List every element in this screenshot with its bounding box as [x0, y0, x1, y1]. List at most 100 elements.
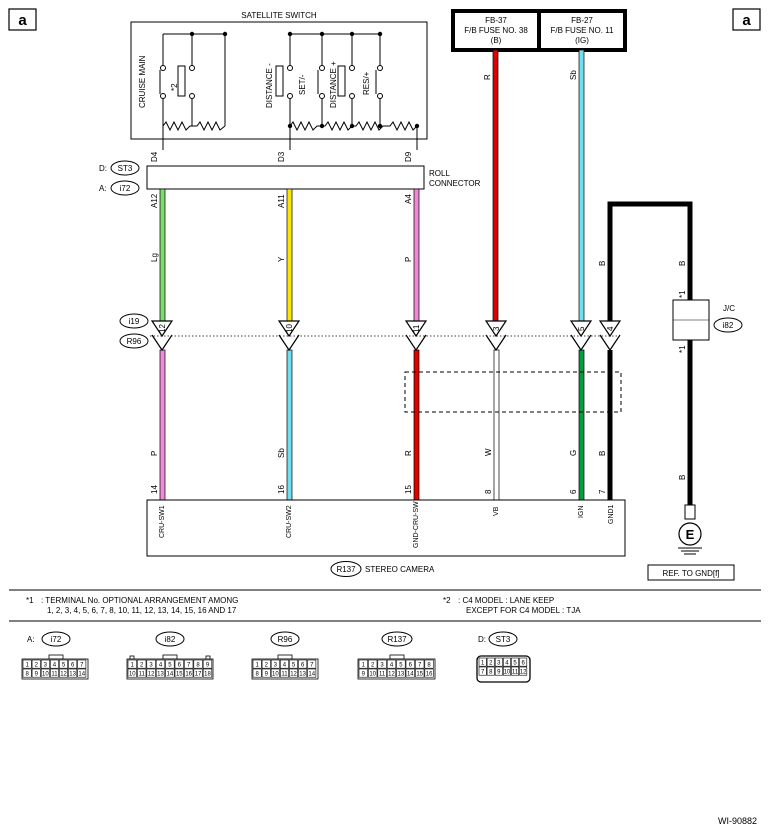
legend-pin-number: 8 [196, 663, 200, 669]
legend-pin-number: 3 [149, 663, 153, 669]
wire-label-b-lower: B [598, 451, 607, 456]
wire-label-b-ground: B [678, 475, 687, 480]
legend-pin-cell [137, 659, 147, 669]
stereo-camera: 14 16 15 8 6 7 CRU-SW1 CRU-SW2 GND-CRU-S… [146, 485, 626, 577]
label-distance-plus: DISTANCE + [329, 61, 338, 108]
legend-pin-cell [40, 659, 50, 669]
legend-pin-cell [77, 668, 87, 678]
legend-pin-cell [415, 668, 425, 678]
legend-pin-number: 7 [187, 663, 191, 669]
legend-st3-tag: ST3 [496, 635, 511, 644]
legend-pin-cell [59, 668, 69, 678]
legend-pin-cell [174, 668, 184, 678]
note-2-line-2: EXCEPT FOR C4 MODEL : TJA [466, 606, 581, 615]
legend-pin-cell [386, 668, 397, 678]
legend-pin-number: 12 [148, 672, 155, 678]
legend-pin-number: 13 [157, 672, 164, 678]
camera-pin-15: 15 [404, 485, 413, 494]
wire-b-loop [607, 201, 693, 321]
wire-sb-lower [286, 349, 293, 501]
legend-r96-tag: R96 [278, 635, 293, 644]
wire-label-sb-lower: Sb [277, 448, 286, 458]
legend-pin-number: 15 [416, 672, 423, 678]
legend-pin-cell [511, 657, 519, 667]
legend-pin-number: 14 [308, 672, 315, 678]
legend-pin-number: 9 [265, 672, 269, 678]
camera-pin-16: 16 [277, 485, 286, 494]
legend-pin-number: 7 [80, 663, 84, 669]
jc-mark-bottom: *1 [678, 345, 687, 353]
legend-pin-number: 11 [51, 672, 58, 678]
legend-pin-number: 4 [390, 663, 394, 669]
roll-connector-label-1: ROLL [429, 169, 450, 178]
legend-pin-number: 16 [185, 672, 192, 678]
note-2-mark: *2 [443, 596, 451, 605]
legend-pin-number: 8 [489, 670, 493, 676]
terminal-11-number: 11 [412, 324, 421, 333]
legend-pin-number: 10 [129, 672, 136, 678]
legend-pin-cell [68, 668, 78, 678]
legend-pin-cell [59, 659, 69, 669]
notes: *1 : TERMINAL No. OPTIONAL ARRANGEMENT A… [9, 589, 761, 622]
legend-pin-cell [368, 668, 378, 678]
wire-label-p: P [404, 257, 413, 262]
wire-label-r-lower: R [404, 450, 413, 456]
note-1-line-1: : TERMINAL No. OPTIONAL ARRANGEMENT AMON… [41, 596, 238, 605]
legend-i72-prefix: A: [27, 635, 35, 644]
legend-pin-number: 11 [139, 672, 146, 678]
label-res-plus: RES/+ [362, 71, 371, 95]
legend-pin-cell [49, 659, 59, 669]
camera-term-cru-sw2: CRU-SW2 [286, 505, 293, 538]
legend-pin-number: 12 [290, 672, 297, 678]
wire-label-b-1: B [598, 261, 607, 266]
legend-pin-number: 4 [159, 663, 163, 669]
camera-tag: R137 [336, 565, 356, 574]
legend-pin-cell [155, 668, 166, 678]
legend-pin-cell [270, 659, 280, 669]
wire-label-y: Y [277, 256, 286, 262]
legend-pin-cell [368, 659, 378, 669]
legend-pin-cell [386, 659, 397, 669]
corner-label-right: a [742, 12, 751, 29]
legend-pin-cell [486, 657, 495, 667]
wire-lg [159, 188, 166, 322]
legend-pin-cell [174, 659, 184, 669]
legend-pin-number: 2 [140, 663, 144, 669]
roll-pin-a4: A4 [404, 194, 413, 204]
legend-pin-number: 6 [301, 663, 305, 669]
legend-pin-cell [193, 659, 203, 669]
legend-pin-number: 7 [418, 663, 422, 669]
legend-pin-cell [396, 659, 406, 669]
legend-pin-number: 1 [131, 663, 135, 669]
label-star2: *2 [170, 83, 179, 91]
note-1-line-2: 1, 2, 3, 4, 5, 6, 7, 8, 10, 11, 12, 13, … [47, 606, 237, 615]
legend-pin-number: 10 [369, 672, 376, 678]
legend-r137-tag: R137 [387, 635, 407, 644]
legend-st3-prefix: D: [478, 635, 486, 644]
camera-term-ign: IGN [578, 506, 585, 518]
legend-pin-number: 13 [299, 672, 306, 678]
legend-pin-cell [478, 666, 487, 676]
ground-ref: REF. TO GND[f] [662, 569, 719, 578]
legend-pin-cell [40, 668, 50, 678]
legend-pin-number: 6 [71, 663, 75, 669]
legend-pin-cell [49, 668, 59, 678]
legend-pin-cell [127, 659, 137, 669]
camera-term-cru-sw1: CRU-SW1 [159, 505, 166, 538]
wire-label-lg: Lg [150, 253, 159, 262]
wire-label-r: R [483, 74, 492, 80]
legend-pin-number: 3 [274, 663, 278, 669]
legend-pin-number: 4 [53, 663, 57, 669]
legend-pin-number: 5 [292, 663, 296, 669]
camera-pin-14: 14 [150, 485, 159, 494]
wire-label-p-lower: P [150, 451, 159, 456]
legend-pin-number: 9 [497, 670, 501, 676]
legend-pin-cell [396, 668, 406, 678]
legend-i82-tag: i82 [165, 635, 176, 644]
legend-pin-cell [307, 659, 317, 669]
camera-pin-6: 6 [569, 489, 578, 494]
